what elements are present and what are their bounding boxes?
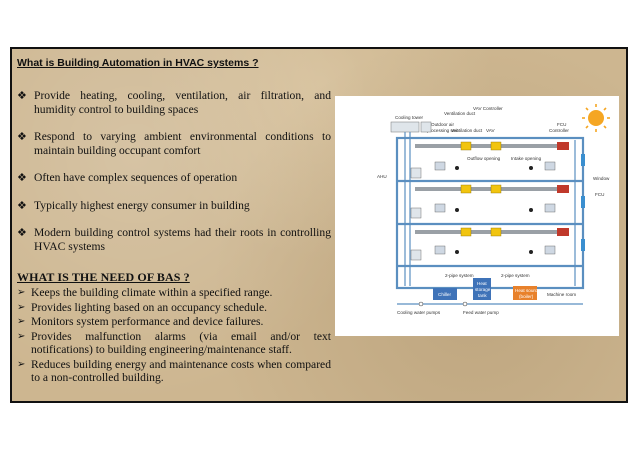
pipe-system-right-label: 2-pipe system (501, 273, 530, 278)
slide-title: What is Building Automation in HVAC syst… (17, 57, 259, 69)
heat-storage-tank (473, 278, 491, 300)
controller-label: Controller (549, 128, 569, 133)
need-list: ➢Keeps the building climate within a spe… (17, 286, 331, 386)
floor-3-equipment (415, 227, 569, 255)
diamond-bullet-icon: ❖ (17, 130, 27, 143)
need-item: ➢Monitors system performance and device … (17, 315, 264, 329)
ahu-unit (410, 207, 422, 219)
hvac-bullet-list: ❖Provide heating, cooling, ventilation, … (17, 89, 331, 267)
desk-monitor (434, 161, 446, 171)
person-icon (455, 250, 459, 254)
pipe-system-left-label: 2-pipe system (445, 273, 474, 278)
desk-monitor (544, 161, 556, 171)
need-of-bas-heading: WHAT IS THE NEED OF BAS ? (17, 270, 190, 284)
arrow-bullet-icon: ➢ (17, 331, 26, 343)
person-icon (455, 166, 459, 170)
hvac-system-diagram: Cooling tower Ventilation duct VAV Contr… (335, 96, 619, 336)
pump-icon (418, 301, 424, 307)
desk-monitor (544, 203, 556, 213)
intake-opening-label: Intake opening (511, 156, 542, 161)
window-pane (581, 154, 585, 166)
diamond-bullet-icon: ❖ (17, 89, 27, 102)
cooling-water-pumps-label: Cooling water pumps (397, 310, 441, 315)
heat-storage-label-3: tank (478, 293, 487, 298)
chiller-label: Chiller (438, 292, 451, 297)
diamond-bullet-icon: ❖ (17, 226, 27, 239)
window-label: Window (593, 176, 610, 181)
vav-box (460, 141, 472, 151)
pump-icon (462, 301, 468, 307)
arrow-bullet-icon: ➢ (17, 359, 26, 371)
diamond-bullet-icon: ❖ (17, 171, 27, 184)
vav-controller-label: VAV Controller (473, 106, 503, 111)
ahu-unit (410, 249, 422, 261)
heat-source-label-1: Heat source (515, 288, 540, 293)
person-icon (529, 166, 533, 170)
fcu-label: FCU (557, 122, 566, 127)
need-item: ➢Provides lighting based on an occupancy… (17, 300, 268, 314)
slide-panel: What is Building Automation in HVAC syst… (10, 47, 628, 403)
floor-1-equipment: Outflow opening Intake opening (415, 141, 569, 171)
arrow-bullet-icon: ➢ (17, 301, 26, 313)
desk-monitor (434, 245, 446, 255)
bullet-item: ❖Provide heating, cooling, ventilation, … (17, 89, 331, 116)
floor-2-equipment (415, 184, 569, 213)
outflow-opening-label: Outflow opening (467, 156, 501, 161)
need-item: ➢Provides malfunction alarms (via email … (17, 330, 331, 357)
need-item: ➢Reduces building energy and maintenance… (17, 358, 331, 385)
desk-monitor (434, 203, 446, 213)
person-icon (529, 208, 533, 212)
heat-source-label-2: (boiler) (519, 294, 534, 299)
vav-box (460, 227, 472, 237)
sun-icon (582, 104, 610, 132)
cooling-tower-box (390, 121, 420, 133)
window-pane (581, 196, 585, 208)
feed-water-pump-label: Feed water pump (463, 310, 499, 315)
ventilation-duct-label: Ventilation duct (444, 111, 476, 116)
vav-label: VAV (486, 128, 495, 133)
vav-box (490, 227, 502, 237)
arrow-bullet-icon: ➢ (17, 287, 26, 298)
ahu-unit (410, 167, 422, 179)
fcu-unit (557, 228, 569, 236)
vav-box (490, 184, 502, 194)
ventilation-duct (415, 230, 565, 234)
fcu-right-label: FCU (595, 192, 604, 197)
diamond-bullet-icon: ❖ (17, 198, 27, 212)
heat-storage-label-1: Heat (477, 281, 487, 286)
ventilation-duct (415, 144, 565, 148)
heat-storage-label-2: storage (475, 287, 491, 292)
cooling-tower-box-2 (420, 121, 432, 133)
ventilation-duct (415, 187, 565, 191)
ahu-label: AHU (377, 174, 387, 179)
person-icon (455, 208, 459, 212)
vav-box (460, 184, 472, 194)
boiler-unit (513, 286, 537, 300)
processing-unit-label: processing unit (427, 128, 459, 133)
fcu-unit (557, 142, 569, 150)
bullet-item: ❖Modern building control systems had the… (17, 226, 331, 253)
bullet-item: ❖Respond to varying ambient environmenta… (17, 130, 331, 157)
need-item: ➢Keeps the building climate within a spe… (17, 286, 273, 299)
chiller-unit (433, 288, 457, 300)
vav-box (490, 141, 502, 151)
cooling-tower-label: Cooling tower (395, 115, 424, 120)
arrow-bullet-icon: ➢ (17, 316, 26, 328)
hvac-diagram-svg: Cooling tower Ventilation duct VAV Contr… (377, 104, 610, 315)
ventilation-duct-label-2: Ventilation duct (451, 128, 483, 133)
fcu-unit (557, 185, 569, 193)
bullet-item: ❖Typically highest energy consumer in bu… (17, 198, 250, 212)
desk-monitor (544, 245, 556, 255)
person-icon (529, 250, 533, 254)
bullet-item: ❖Often have complex sequences of operati… (17, 171, 238, 184)
window-pane (581, 239, 585, 251)
machine-room-label: Machine room (547, 292, 576, 297)
outdoor-air-label: Outdoor air (431, 122, 454, 127)
